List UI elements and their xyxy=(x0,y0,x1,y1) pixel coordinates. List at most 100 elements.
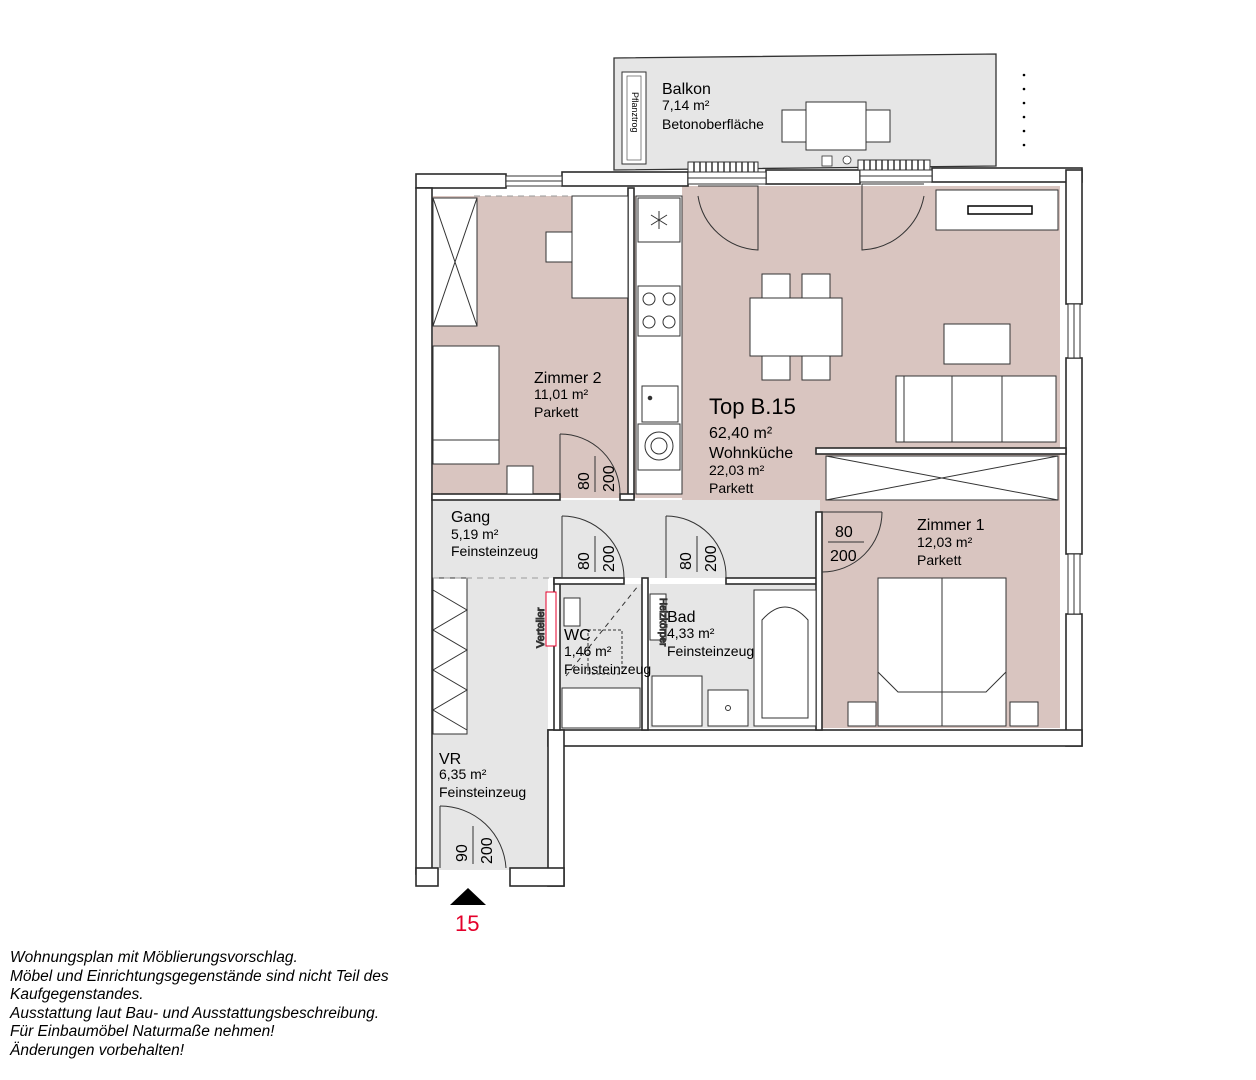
zimmer2-floor: Parkett xyxy=(534,404,578,420)
dining-chair xyxy=(761,355,791,381)
bathtub-inner xyxy=(761,606,809,719)
zimmer2-name: Zimmer 2 xyxy=(534,370,602,387)
entrance-marker: 15 xyxy=(450,888,486,936)
entrance-number: 15 xyxy=(455,911,479,936)
room-labels: Zimmer 2 11,01 m² Parkett Top B.15 62,40… xyxy=(439,370,985,800)
wall-left xyxy=(415,187,433,875)
burner-icon xyxy=(642,315,656,329)
furniture: Verteiler Heizkörper xyxy=(432,189,1059,735)
wc-storage xyxy=(561,687,641,729)
wohn-floor: Parkett xyxy=(709,480,753,496)
wall-wc-top xyxy=(553,577,625,585)
note-line: Änderungen vorbehalten! xyxy=(10,1041,185,1059)
bad-name: Bad xyxy=(667,609,695,626)
wc-dashed-diagonal xyxy=(565,585,639,677)
railing-dots xyxy=(1022,73,1026,147)
door-zimmer1-height: 200 xyxy=(830,548,857,565)
note-line: Wohnungsplan mit Möblierungsvorschlag. xyxy=(10,949,298,966)
door-bad-width: 80 xyxy=(678,552,695,570)
wall-zimmer2-gang-left xyxy=(431,493,561,501)
door-entry-width: 90 xyxy=(454,844,471,862)
toilet xyxy=(587,629,623,675)
washbasin-drain-icon xyxy=(725,705,731,711)
wall-wc-bad xyxy=(641,577,649,731)
tv-cabinet xyxy=(935,189,1059,231)
note-line: Kaufgegenstandes. xyxy=(10,986,144,1004)
dashed-boundaries xyxy=(433,195,572,579)
apartment-name: Top B.15 xyxy=(709,394,796,419)
zimmer1-area: 12,03 m² xyxy=(917,534,973,550)
bed-zimmer2 xyxy=(432,345,500,465)
cooktop xyxy=(637,285,681,337)
wall-zimmer2-kitchen xyxy=(627,187,635,499)
wc-name: WC xyxy=(564,627,591,644)
door-zimmer1-width: 80 xyxy=(835,524,853,541)
bad-heater xyxy=(649,593,667,641)
drain-icon xyxy=(647,395,653,401)
door-wc-height: 200 xyxy=(601,545,618,572)
zimmer1-floor: Parkett xyxy=(917,552,961,568)
door-swing-entry xyxy=(439,805,507,869)
door-labels: 80 200 80 200 80 200 80 200 90 200 xyxy=(454,456,864,864)
gang-floor: Feinsteinzeug xyxy=(451,543,538,559)
radiators xyxy=(687,159,931,173)
dining-chair xyxy=(801,355,831,381)
boiler-inner-icon xyxy=(650,437,668,455)
doors xyxy=(439,183,925,869)
door-entry-height: 200 xyxy=(479,837,496,864)
dining-table xyxy=(749,297,843,357)
washing-machine xyxy=(651,675,703,727)
balkon-area: 7,14 m² xyxy=(662,97,710,113)
vr-closet xyxy=(432,577,468,735)
zimmer2-area: 11,01 m² xyxy=(534,386,589,402)
wall-zimmer2-gang-right xyxy=(619,493,635,501)
wc-area: 1,46 m² xyxy=(564,643,612,659)
door-bad-height: 200 xyxy=(703,545,720,572)
balcony-outlet xyxy=(842,155,852,165)
balcony-chair-left xyxy=(781,109,807,143)
gang-area: 5,19 m² xyxy=(451,526,499,542)
distributor-label: Verteiler xyxy=(535,607,547,648)
burner-icon xyxy=(662,315,676,329)
heater-label: Heizkörper xyxy=(657,598,668,647)
burner-icon xyxy=(662,292,676,306)
door-swing-bad xyxy=(665,515,727,579)
floor-plan: Pflanztrog Balkon 7,14 m² Betonoberfläch… xyxy=(415,53,1083,936)
burner-icon xyxy=(642,292,656,306)
note-line: Für Einbaumöbel Naturmaße nehmen! xyxy=(10,1023,275,1041)
walls xyxy=(415,167,1083,887)
vr-area: 6,35 m² xyxy=(439,766,487,782)
door-swing-wc xyxy=(561,515,625,579)
windows xyxy=(505,169,1081,615)
zimmer1-name: Zimmer 1 xyxy=(917,517,985,534)
coffee-table xyxy=(943,323,1011,365)
vr-name: VR xyxy=(439,751,461,768)
door-swing-zimmer2 xyxy=(559,433,621,495)
wall-right-upper xyxy=(1065,169,1083,305)
wall-bottom-right xyxy=(547,729,1083,747)
wall-top-left xyxy=(415,173,507,189)
dining-chair xyxy=(761,273,791,299)
door-wc-width: 80 xyxy=(576,552,593,570)
note-line: Ausstattung laut Bau- und Ausstattungsbe… xyxy=(10,1004,380,1022)
balcony-chair-right xyxy=(865,109,891,143)
wall-zimmer1-top xyxy=(815,447,1067,455)
door-swing-balkon-left xyxy=(697,185,759,251)
note-line: Möbel und Einrichtungsgegenstände sind n… xyxy=(10,967,389,985)
planter-box xyxy=(621,71,647,165)
distributor xyxy=(545,591,557,647)
wall-bad-top xyxy=(725,577,821,585)
fridge-asterisk-icon xyxy=(650,211,668,229)
dining-chair xyxy=(801,273,831,299)
entrance-arrow-icon xyxy=(450,888,486,905)
planter-label: Pflanztrog xyxy=(630,92,640,133)
wall-bottom-entry-right xyxy=(509,867,565,887)
balkon-floor: Betonoberfläche xyxy=(662,116,764,132)
nightstand-zimmer2 xyxy=(506,465,534,495)
wc-washbasin xyxy=(563,597,581,627)
kitchen-sink xyxy=(641,385,679,423)
radiator-left xyxy=(687,161,759,173)
balkon-name: Balkon xyxy=(662,81,711,98)
wall-right-mid xyxy=(1065,357,1083,555)
wall-bottom-left xyxy=(415,867,439,887)
